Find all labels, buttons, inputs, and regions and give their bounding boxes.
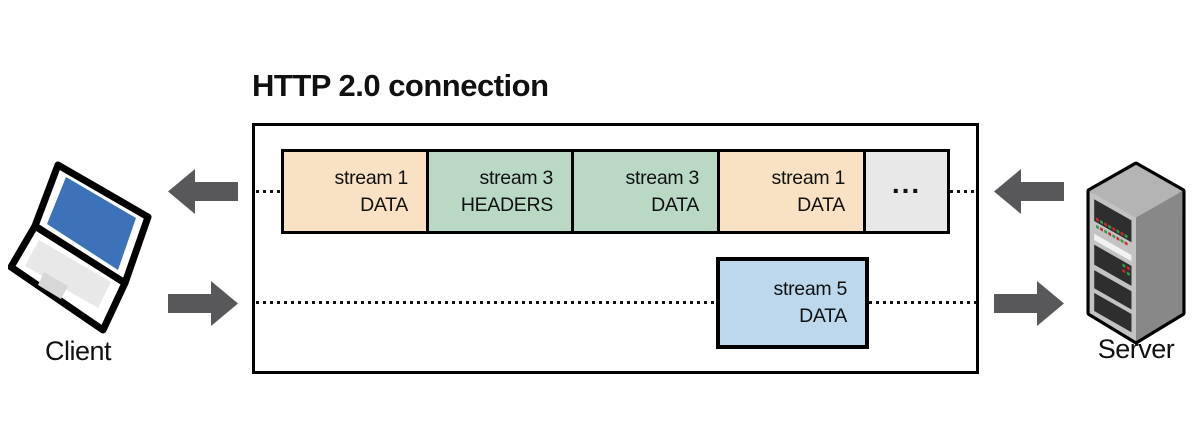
frame-type-label: DATA	[799, 305, 847, 327]
frame-type-label: DATA	[651, 193, 699, 216]
frame-stream-label: stream 1	[771, 166, 846, 189]
upstream-arrow-client-side	[168, 281, 238, 326]
frame-stream3-headers: stream 3 HEADERS	[426, 149, 574, 234]
frame-stream-label: stream 1	[334, 166, 409, 189]
server-tower-icon	[1086, 161, 1186, 345]
frame-ellipsis: ...	[863, 149, 950, 234]
laptop-icon	[8, 161, 152, 334]
frame-type-label: DATA	[360, 193, 408, 216]
diagram-title: HTTP 2.0 connection	[252, 68, 549, 103]
frame-stream-label: stream 3	[625, 166, 700, 189]
upstream-dotted-line-right	[869, 301, 977, 304]
frame-stream5-data: stream 5 DATA	[716, 257, 869, 349]
downstream-dotted-line-right	[950, 190, 977, 193]
server-label: Server	[1097, 334, 1175, 364]
client-label: Client	[44, 336, 112, 366]
ellipsis-label: ...	[891, 168, 922, 199]
downstream-arrow-server-side	[994, 169, 1064, 214]
frame-stream3-data: stream 3 DATA	[571, 149, 720, 234]
frame-stream1-data-2: stream 1 DATA	[717, 149, 866, 234]
upstream-arrow-server-side	[994, 281, 1064, 326]
downstream-dotted-line-left	[256, 190, 282, 193]
frame-stream-label: stream 5	[773, 278, 848, 300]
frame-stream-label: stream 3	[479, 166, 554, 189]
frame-stream1-data-1: stream 1 DATA	[281, 149, 429, 234]
downstream-arrow-client-side	[168, 169, 238, 214]
upstream-dotted-line-left	[256, 301, 716, 304]
frame-type-label: HEADERS	[460, 193, 553, 216]
frame-type-label: DATA	[797, 193, 845, 216]
